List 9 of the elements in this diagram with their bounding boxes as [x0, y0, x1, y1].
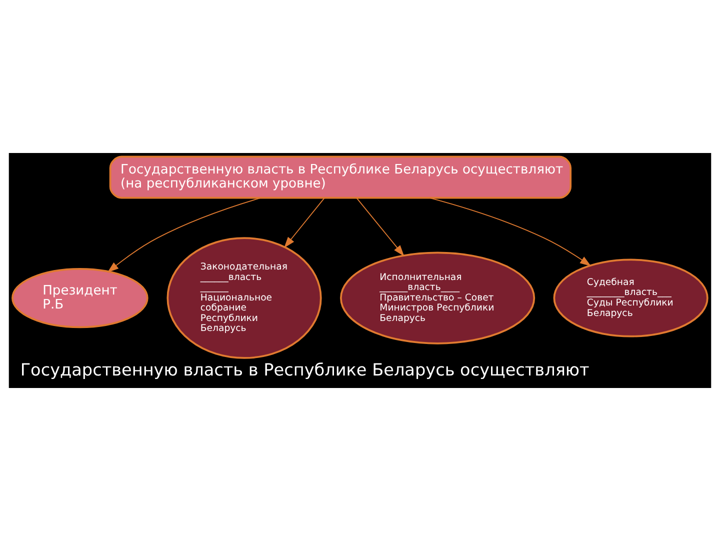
- arrow: [428, 196, 592, 266]
- arrow: [284, 196, 326, 248]
- node-box: Государственную власть в Республике Беларусь осуществляют (на республиканском уровне): [109, 155, 572, 198]
- node-ellipse: Судебная ________власть___ Суды Республики Беларусь: [553, 258, 708, 337]
- node-ellipse: Исполнительная ______власть____ Правительство – Совет Министров Республики Беларусь: [340, 251, 536, 344]
- caption: Государственную власть в Республике Беларусь осуществляют: [20, 358, 590, 379]
- arrow: [356, 196, 404, 256]
- node-ellipse: Президент Р.Б: [12, 267, 148, 328]
- arrow: [107, 196, 262, 272]
